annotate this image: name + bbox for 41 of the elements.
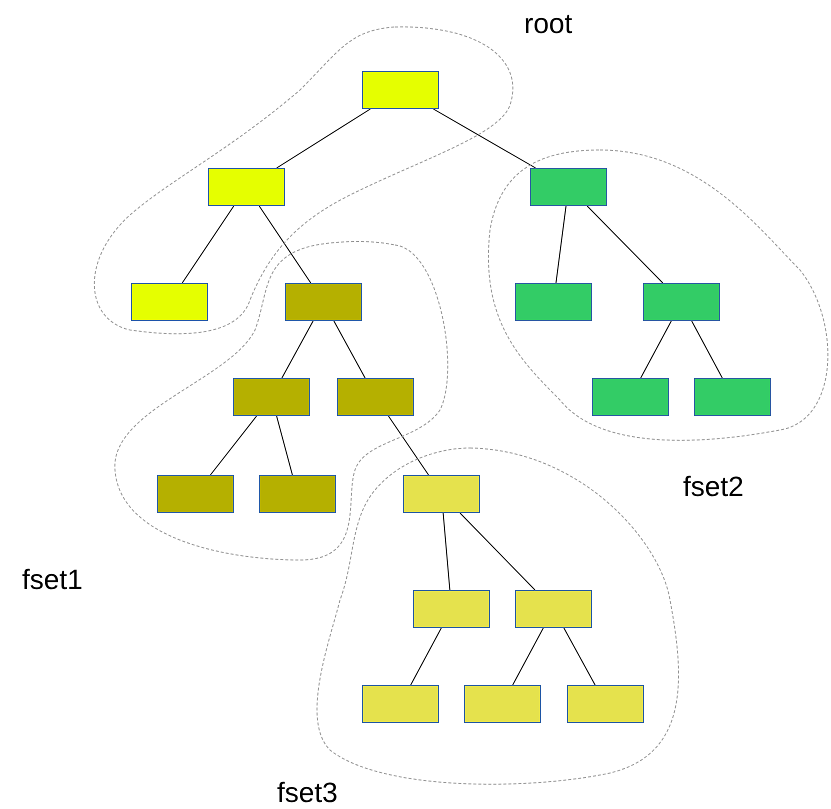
tree-node-box	[259, 475, 336, 513]
connector-line	[691, 320, 723, 378]
group-label: fset1	[22, 566, 83, 594]
tree-node-box	[464, 685, 541, 723]
tree-node-box	[694, 378, 771, 416]
connector-line	[281, 320, 314, 378]
tree-node-box	[413, 590, 490, 628]
tree-node-box	[567, 685, 644, 723]
connector-line	[182, 206, 234, 284]
connector-line	[410, 628, 442, 686]
connector-line	[512, 628, 544, 686]
tree-node-box	[157, 475, 234, 513]
tree-node-box	[643, 283, 720, 321]
connector-line	[586, 206, 664, 284]
connector-line	[276, 108, 371, 168]
group-label: fset3	[277, 779, 338, 807]
connector-line	[333, 320, 366, 378]
connector-line	[460, 512, 536, 590]
connector-line	[210, 416, 258, 476]
tree-node-box	[337, 378, 414, 416]
tree-node-box	[515, 590, 592, 628]
connector-line	[442, 512, 450, 590]
tree-node-box	[285, 283, 362, 321]
tree-node-box	[131, 283, 208, 321]
tree-node-box	[530, 168, 607, 206]
connector-line	[555, 206, 567, 284]
tree-node-box	[592, 378, 669, 416]
tree-node-box	[515, 283, 592, 321]
tree-node-box	[233, 378, 310, 416]
group-label: root	[524, 10, 572, 38]
group-label: fset2	[683, 473, 744, 501]
connector-line	[640, 320, 672, 378]
tree-node-box	[362, 685, 439, 723]
connector-line	[563, 628, 596, 686]
tree-node-box	[362, 71, 439, 109]
tree-node-box	[403, 475, 480, 513]
connector-line	[258, 206, 312, 284]
tree-node-box	[208, 168, 285, 206]
connector-line	[432, 108, 536, 168]
connector-line	[388, 416, 430, 476]
connector-line	[276, 416, 293, 476]
